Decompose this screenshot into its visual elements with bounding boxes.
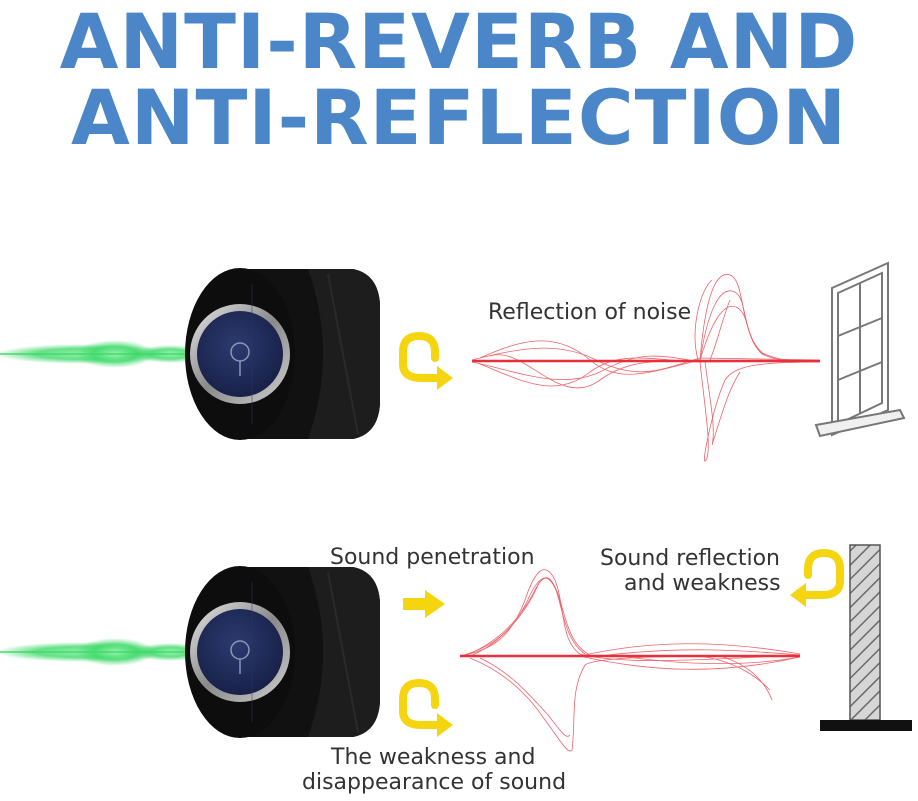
- green-sound-beam-bottom: [0, 638, 205, 666]
- weakness-label-line1: The weakness and: [331, 745, 536, 770]
- right-arrow-icon: [403, 590, 445, 618]
- u-turn-arrow-left-icon: [790, 548, 844, 607]
- reflection-of-noise-label: Reflection of noise: [488, 300, 692, 325]
- title-line-1: ANTI-REVERB AND: [59, 0, 859, 86]
- top-panel: [0, 261, 906, 462]
- red-penetration-wave-bottom: [459, 569, 801, 752]
- microphone-shield-device-icon: [184, 267, 381, 441]
- microphone-shield-device-icon-bottom: [184, 565, 381, 739]
- sound-penetration-label: Sound penetration: [330, 545, 535, 570]
- title-line-2: ANTI-REFLECTION: [71, 73, 847, 162]
- u-turn-arrow-icon-bottom: [403, 683, 453, 737]
- wall-icon: [820, 544, 912, 731]
- weakness-label-line2: disappearance of sound: [302, 770, 567, 795]
- bottom-panel: [0, 544, 912, 752]
- window-icon: [814, 261, 906, 438]
- green-sound-beam-top: [0, 340, 205, 368]
- sound-reflection-label-line2: and weakness: [624, 571, 781, 596]
- u-turn-arrow-icon: [403, 336, 453, 390]
- sound-reflection-label-line1: Sound reflection: [600, 546, 780, 571]
